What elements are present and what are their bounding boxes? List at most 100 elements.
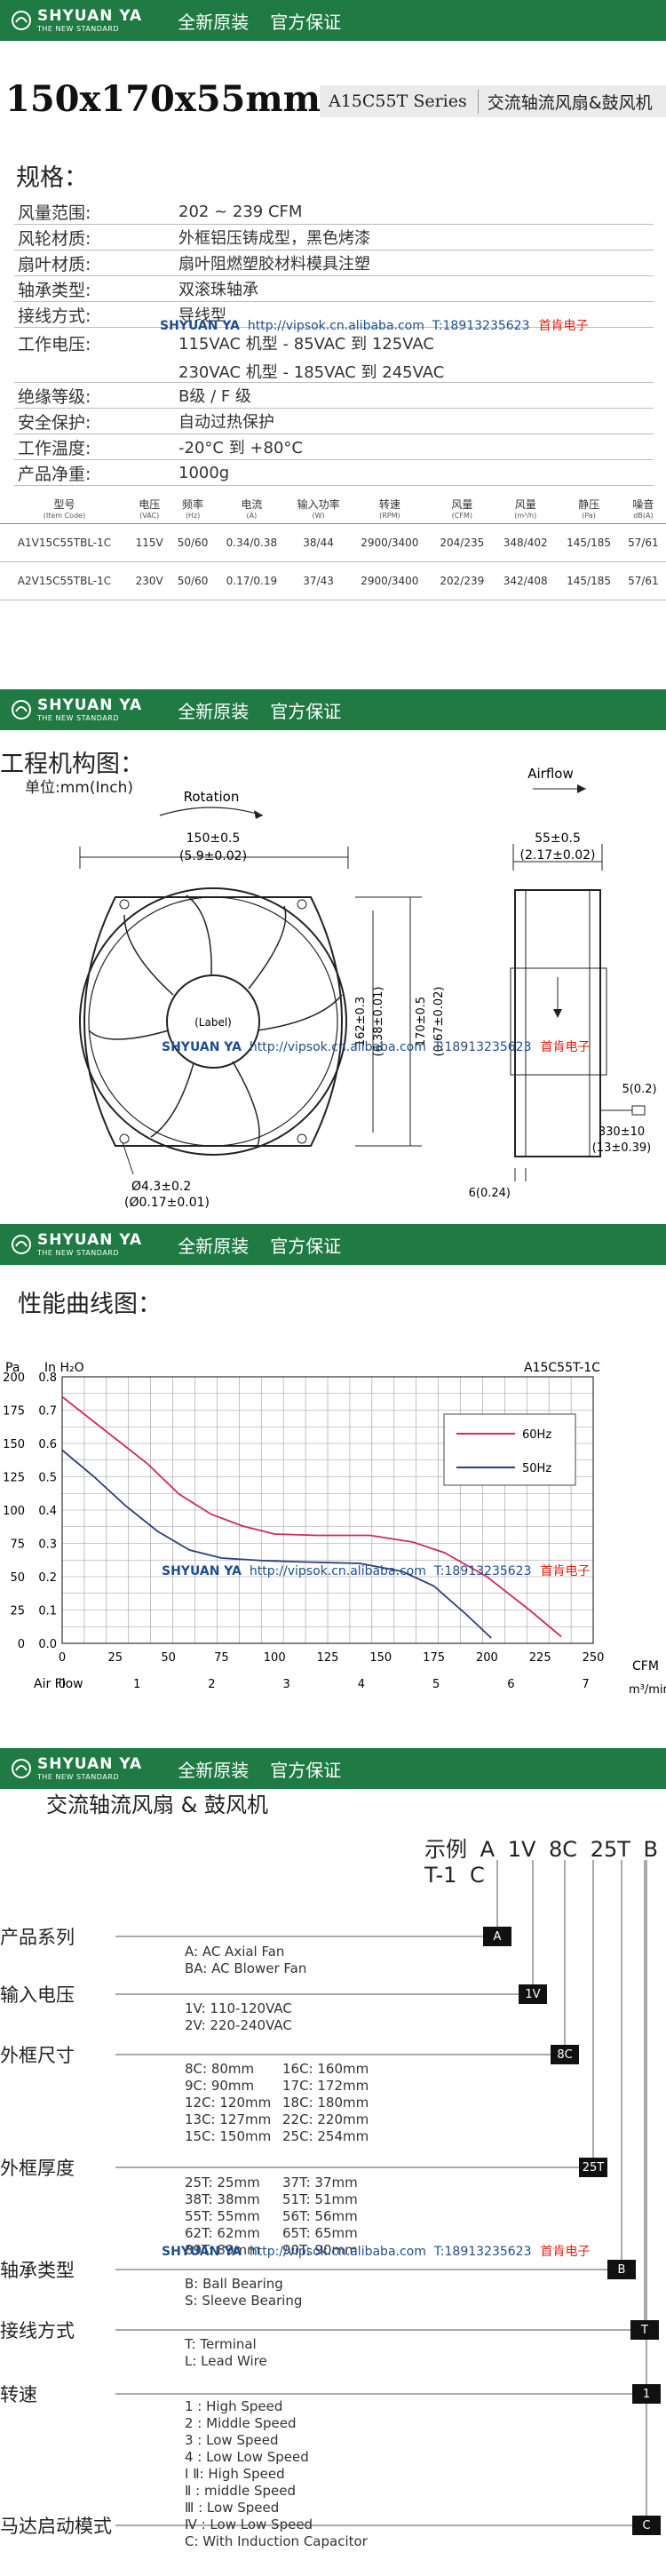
spec-key: 安全保护: — [18, 412, 91, 433]
code-option: 1V: 110-120VAC — [185, 2000, 292, 2016]
brand-logo-icon — [11, 699, 32, 720]
watermark-brand: SHYUAN YA — [162, 1564, 242, 1578]
code-tag: A — [483, 1927, 511, 1946]
code-part-8c: 8C — [549, 1837, 578, 1862]
airflow-arrowhead — [577, 784, 586, 793]
x2-tick-label: 6 — [507, 1678, 514, 1691]
spec-value: 双滚珠轴承 — [178, 277, 654, 300]
table-cell: 202/239 — [430, 561, 495, 600]
spec-value-line: 202 ~ 239 CFM — [178, 202, 303, 221]
table-header-unit: (VAC) — [139, 511, 160, 520]
x2-tick-label: 5 — [432, 1678, 440, 1691]
code-category-name: 输入电压 — [0, 1984, 75, 2006]
inh2o-label: In H₂O — [44, 1361, 84, 1375]
y-tick-label: 125 — [3, 1472, 25, 1485]
code-example: 示例 A 1V 8C 25T B T-1 C — [424, 1832, 666, 1888]
table-header-unit: (Item Code) — [43, 511, 86, 520]
spec-value: 1000g — [178, 464, 654, 482]
rotation-arrowhead — [254, 810, 263, 819]
code-category-name: 外框尺寸 — [0, 2045, 75, 2066]
code-tag: B — [607, 2260, 636, 2279]
spec-value: 扇叶阻燃塑胶材料模具注塑 — [178, 251, 654, 274]
mount-hole — [119, 1133, 130, 1144]
code-tag: 1V — [519, 1984, 547, 2004]
code-category-name: 马达启动模式 — [0, 2516, 112, 2537]
y2-tick-label: 0.3 — [38, 1538, 57, 1552]
brand-logo-icon — [11, 1234, 32, 1255]
pa-label: Pa — [5, 1361, 20, 1375]
x-tick-label: 75 — [214, 1651, 229, 1665]
x2-tick-label: 0 — [59, 1678, 66, 1691]
brand-sub: THE NEW STANDARD — [37, 1772, 120, 1781]
table-header-text: 电压 — [139, 498, 161, 511]
code-option: 56T: 56mm — [282, 2208, 358, 2224]
mount-hole — [297, 899, 307, 910]
brand-name: SHYUAN YA — [37, 1754, 143, 1773]
spec-key: 扇叶材质: — [18, 254, 91, 274]
code-option: 62T: 62mm — [185, 2225, 260, 2241]
fan-blades — [88, 894, 343, 1147]
lead-connector — [631, 1105, 646, 1116]
code-option: 15C: 150mm — [185, 2128, 272, 2144]
code-part-1v: 1V — [507, 1837, 536, 1862]
x-tick-label: 100 — [264, 1651, 286, 1665]
spec-key: 轴承类型: — [18, 280, 91, 300]
y2-tick-label: 0.5 — [38, 1472, 57, 1485]
spec-key: 工作温度: — [18, 438, 91, 458]
x2-tick-label: 2 — [208, 1678, 215, 1691]
code-option: 17C: 172mm — [282, 2078, 369, 2094]
table-header-row: 型号(Item Code)电压(VAC)频率(Hz)电流(A)输入功率(W)转速… — [0, 496, 666, 524]
code-option: B: Ball Bearing — [185, 2276, 283, 2292]
spec-value: -20°C 到 +80°C — [178, 435, 654, 458]
table-header-cell: 型号(Item Code) — [0, 496, 129, 524]
table-header-unit: (m³/h) — [514, 511, 537, 520]
spec-key: 接线方式: — [18, 306, 91, 326]
slogan-2: 官方保证 — [270, 11, 342, 33]
code-option: Ⅳ : Low Low Speed — [185, 2516, 313, 2532]
legend-label: 50Hz — [522, 1462, 551, 1475]
x-tick-label: 150 — [369, 1651, 392, 1665]
brand-sub: THE NEW STANDARD — [37, 1248, 120, 1257]
brand-logo-icon — [11, 10, 32, 31]
dim-t2: 6(0.24) — [469, 1187, 511, 1200]
table-cell: 230V — [128, 561, 170, 600]
code-option: 2 : Middle Speed — [185, 2415, 297, 2431]
y-tick-label: 150 — [3, 1438, 25, 1451]
code-option: 18C: 180mm — [282, 2095, 369, 2111]
plot-frame — [61, 1376, 594, 1644]
y2-tick-label: 0.7 — [38, 1405, 57, 1419]
dim-hole-in: (Ø0.17±0.01) — [124, 1196, 210, 1210]
spec-value-line: 扇叶阻燃塑胶材料模具注塑 — [178, 255, 370, 274]
code-category-options: C: With Induction Capacitor — [185, 2533, 368, 2550]
code-option: 25T: 25mm — [185, 2174, 260, 2190]
model-table: 型号(Item Code)电压(VAC)频率(Hz)电流(A)输入功率(W)转速… — [0, 496, 666, 600]
slogan-1: 全新原装 — [178, 1235, 250, 1257]
table-header-cell: 电流(A) — [215, 496, 289, 524]
code-example-label: 示例 — [424, 1837, 467, 1862]
legend-box — [443, 1413, 576, 1486]
watermark-tel: T:18913235623 — [433, 2245, 532, 2259]
table-header-text: 型号 — [53, 498, 75, 511]
table-cell: 50/60 — [170, 561, 216, 600]
code-option: 13C: 127mm — [185, 2111, 272, 2127]
spec-key: 工作电压: — [18, 335, 91, 354]
brand-name: SHYUAN YA — [37, 696, 143, 714]
dim-lead: 330±10 — [599, 1125, 645, 1139]
watermark-tel: T:18913235623 — [433, 1040, 532, 1054]
table-cell: 145/185 — [557, 523, 621, 562]
watermark-name: 首肯电子 — [538, 319, 589, 333]
legend-label: 60Hz — [522, 1428, 551, 1442]
spec-value: 自动过热保护 — [178, 409, 654, 433]
code-title: 交流轴流风扇 & 鼓风机 — [46, 1793, 268, 1817]
y-tick-label: 200 — [3, 1371, 25, 1385]
dim-depth-in: (2.17±0.02) — [520, 848, 596, 863]
brand-name: SHYUAN YA — [37, 6, 143, 25]
